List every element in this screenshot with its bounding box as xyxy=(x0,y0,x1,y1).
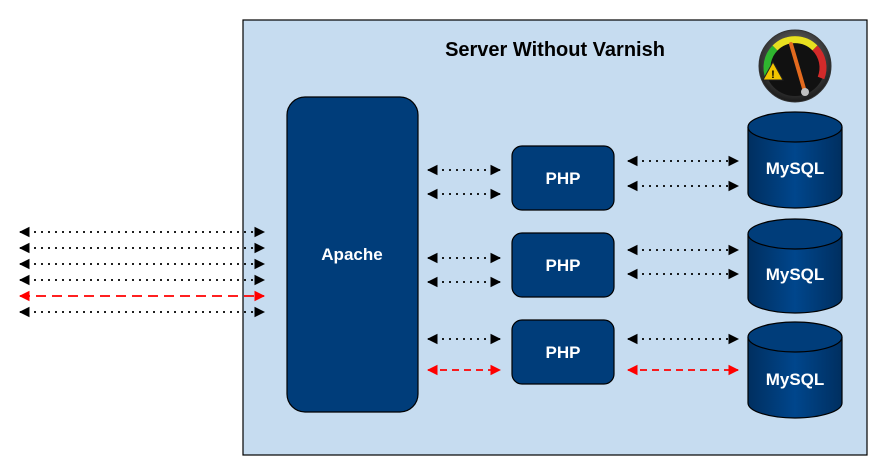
apache-node xyxy=(286,96,419,413)
php-node-1 xyxy=(511,145,615,211)
mysql-db-2: MySQL xyxy=(747,218,843,314)
diagram-title: Server Without Varnish xyxy=(445,39,665,61)
php-label-1: PHP xyxy=(546,169,581,188)
speed-gauge-warning-icon: ! xyxy=(758,29,832,103)
php-mysql-arrows xyxy=(626,155,740,376)
mysql-db-3: MySQL xyxy=(747,321,843,419)
svg-text:!: ! xyxy=(771,69,775,81)
apache-php-arrows xyxy=(426,164,502,376)
php-label-3: PHP xyxy=(546,343,581,362)
mysql-db-1: MySQL xyxy=(747,111,843,209)
mysql-label-1: MySQL xyxy=(766,159,825,178)
mysql-label-2: MySQL xyxy=(766,265,825,284)
php-label-2: PHP xyxy=(546,256,581,275)
php-node-3 xyxy=(511,319,615,385)
php-node-2 xyxy=(511,232,615,298)
client-arrows xyxy=(18,226,266,318)
apache-label: Apache xyxy=(321,245,382,264)
mysql-label-3: MySQL xyxy=(766,370,825,389)
